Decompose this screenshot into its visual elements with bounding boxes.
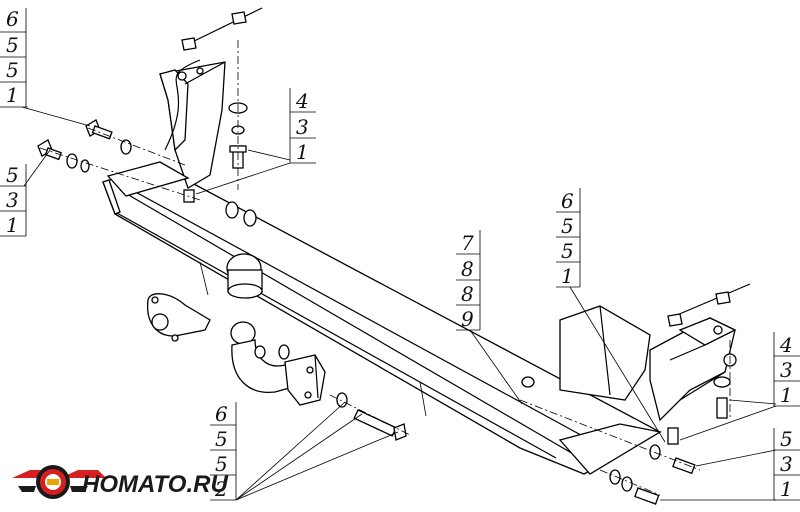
callout-left-mid: 5 3 1 (0, 149, 51, 237)
callout-center-right-1: 5 (561, 214, 574, 238)
callout-bottom-center-2: 5 (215, 452, 228, 476)
callout-left-mid-1: 3 (6, 188, 19, 212)
callout-top-center: 4 3 1 (195, 88, 316, 195)
callout-center-right-0: 6 (561, 189, 574, 213)
callout-bottom-center-1: 5 (215, 427, 228, 451)
callout-center-2: 8 (461, 282, 474, 306)
callout-center-0: 7 (461, 231, 474, 255)
homato-logo: HOMATO.RU (12, 465, 228, 499)
callout-left-top-3: 1 (6, 83, 19, 107)
callout-top-center-0: 4 (295, 89, 309, 113)
right-bracket (559, 305, 737, 422)
callout-center-right-3: 1 (561, 264, 574, 288)
callout-right-bottom-0: 5 (780, 427, 793, 451)
callout-left-top-0: 6 (6, 7, 19, 31)
callout-center: 7 8 8 9 (456, 230, 523, 405)
callout-bottom-center: 6 5 5 2 (210, 401, 399, 501)
tow-ball-assembly (226, 253, 326, 406)
callout-left-top: 6 5 5 1 (0, 7, 91, 127)
callout-center-right: 6 5 5 1 (556, 188, 666, 443)
callout-left-top-2: 5 (6, 58, 19, 82)
center-lines (39, 40, 731, 496)
logo-text: HOMATO.RU (82, 471, 228, 498)
callout-bottom-center-3: 2 (214, 477, 228, 501)
callout-top-center-1: 3 (296, 115, 309, 139)
callout-bottom-center-0: 6 (215, 402, 228, 426)
callout-right-bottom: 5 3 1 (660, 427, 800, 501)
callout-right-mid-0: 4 (779, 333, 793, 357)
callout-right-mid-2: 1 (780, 383, 793, 407)
callout-center-3: 9 (461, 307, 474, 331)
homato-logo-emblem-icon (12, 465, 106, 499)
callout-right-mid: 4 3 1 (679, 332, 800, 441)
callout-center-1: 8 (461, 257, 474, 281)
fasteners (37, 7, 751, 505)
callout-left-top-1: 5 (6, 33, 19, 57)
callout-right-bottom-1: 3 (780, 452, 793, 476)
callout-center-right-2: 5 (561, 239, 574, 263)
socket-plate (146, 293, 211, 342)
callout-top-center-2: 1 (296, 140, 309, 164)
callout-left-mid-0: 5 (6, 163, 19, 187)
callout-right-mid-1: 3 (780, 358, 793, 382)
callout-left-mid-2: 1 (6, 213, 19, 237)
callout-right-bottom-2: 1 (780, 477, 793, 501)
left-bracket (106, 59, 226, 197)
